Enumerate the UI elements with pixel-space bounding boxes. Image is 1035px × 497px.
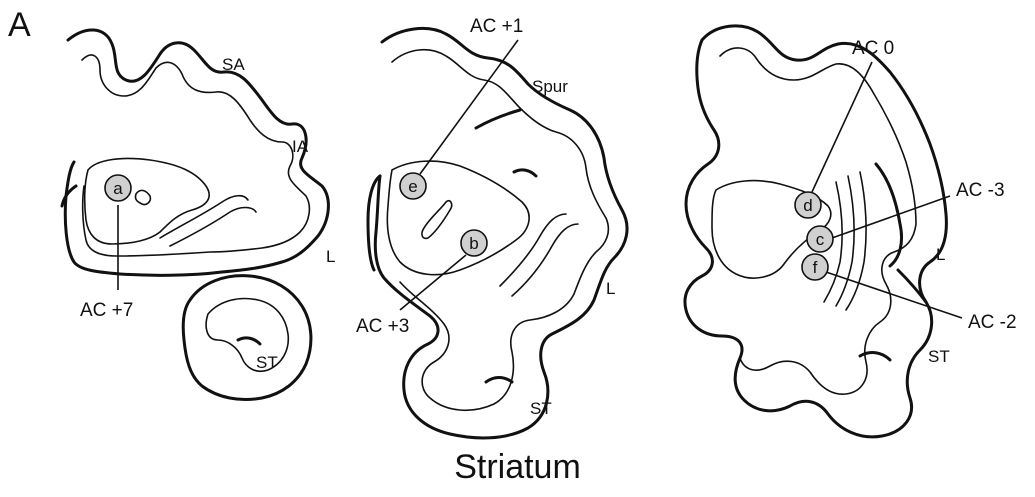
section-3-inner-contour xyxy=(720,48,916,394)
section-3-site-d-leader xyxy=(812,62,872,192)
section-1: a AC +7 SA IA L ST xyxy=(62,30,335,400)
section-1-ventricle xyxy=(135,190,150,204)
section-1-left-edge xyxy=(62,186,76,206)
site-b-label: b xyxy=(469,234,478,253)
site-e-label: e xyxy=(408,177,417,196)
section-3-capsule-3 xyxy=(846,172,866,310)
region-ia: IA xyxy=(292,137,309,156)
section-1-outline xyxy=(65,30,328,275)
section-3-site-f-level: AC -2 xyxy=(968,312,1017,333)
section-2-ventricle xyxy=(422,201,452,239)
site-d-label: d xyxy=(803,196,812,215)
section-3: d AC 0 c AC -3 f AC -2 L ST xyxy=(685,26,1017,437)
section-2-site-b-level: AC +3 xyxy=(356,316,409,337)
section-3-site-d-level: AC 0 xyxy=(852,38,894,59)
section-3-region-st: ST xyxy=(928,347,950,366)
section-1-striatum-outline xyxy=(85,158,209,244)
section-2-region-l: L xyxy=(606,279,615,298)
section-1-region-l: L xyxy=(326,247,335,266)
section-1-sulcus-st xyxy=(238,338,260,344)
section-3-site-c-level: AC -3 xyxy=(956,180,1005,201)
section-1-internal-capsule xyxy=(160,196,248,238)
section-2: e AC +1 b AC +3 Spur L ST xyxy=(356,16,627,438)
region-spur: Spur xyxy=(532,77,568,96)
site-a-label: a xyxy=(113,179,123,198)
section-2-site-e-level: AC +1 xyxy=(470,16,523,37)
section-3-site-c-leader xyxy=(832,196,950,238)
site-f-label: f xyxy=(813,258,818,277)
figure-title: Striatum xyxy=(0,448,1035,487)
section-1-site-a-level: AC +7 xyxy=(80,300,133,321)
section-2-region-st: ST xyxy=(530,399,552,418)
section-2-sulcus-spur xyxy=(476,110,520,128)
section-2-sulcus-st xyxy=(486,378,512,383)
section-2-site-b-leader xyxy=(400,255,466,310)
section-2-sulcus-upper xyxy=(514,170,536,176)
panel-letter: A xyxy=(8,6,31,45)
site-c-label: c xyxy=(816,230,825,249)
region-sa: SA xyxy=(222,55,245,74)
section-1-inner-contour xyxy=(82,55,309,256)
section-1-region-st: ST xyxy=(256,353,278,372)
section-2-site-e-leader xyxy=(420,40,518,174)
section-3-region-l: L xyxy=(936,245,945,264)
section-2-inner-contour xyxy=(392,50,608,411)
section-3-site-f-leader xyxy=(826,272,962,318)
